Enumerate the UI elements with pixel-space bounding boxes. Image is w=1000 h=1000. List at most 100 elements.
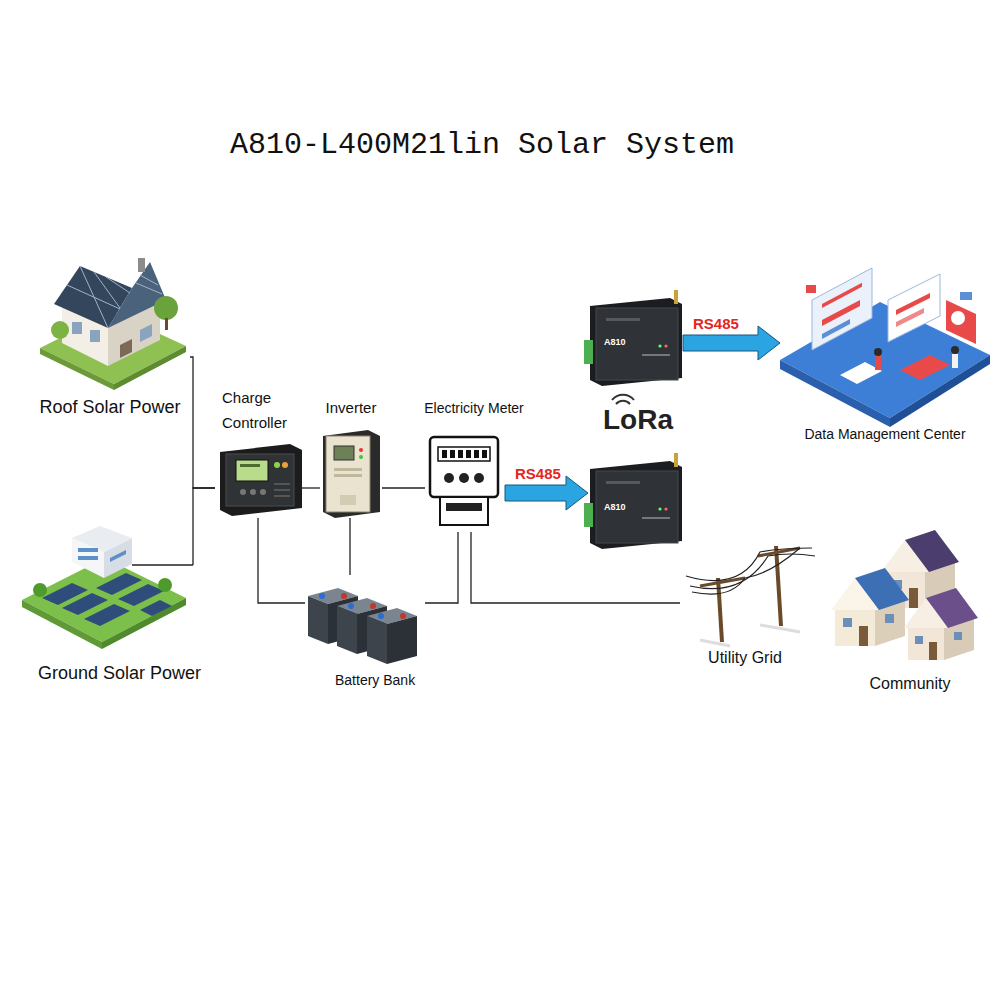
electricity-meter-illustration-part [474, 450, 479, 458]
battery-illustration [367, 608, 417, 664]
utility-pole-illustration-part [690, 554, 815, 589]
electricity-meter-illustration-part [466, 450, 471, 458]
charge-controller-illustration-part [282, 462, 288, 468]
radio-device-illustration-part [642, 517, 670, 519]
radio-device-illustration-part [674, 453, 678, 467]
node-label: Charge Controller [222, 385, 302, 435]
electricity-meter-illustration-part [459, 473, 469, 483]
battery-illustration-part [387, 616, 417, 664]
lora-wave-symbol-part [616, 401, 630, 404]
data-center-illustration-part [888, 274, 940, 342]
node-label: A810 [604, 502, 634, 513]
node-label: Electricity Meter [417, 397, 531, 419]
battery-node: Battery Bank [305, 575, 425, 690]
solar-source-node: Roof Solar Power [30, 270, 190, 420]
radio-device-illustration-part [674, 290, 678, 304]
roof-house-illustration-part [51, 321, 69, 339]
wire-path [190, 357, 215, 488]
radio-device-illustration-part [606, 318, 640, 321]
data-center-illustration [780, 268, 990, 427]
diagram-title: A810-L400M21lin Solar System [230, 125, 734, 165]
data-center-illustration-part [896, 293, 930, 315]
charge-controller-illustration-part [236, 460, 268, 481]
house-illustration-part [835, 608, 875, 646]
house-illustration-part [843, 618, 852, 627]
ground-solar-illustration-part [78, 556, 98, 560]
wire-line [190, 357, 215, 488]
radio-device-illustration-part [590, 461, 682, 549]
wire-path [471, 532, 680, 603]
utility-pole-illustration-part [686, 548, 812, 581]
electricity-meter-illustration-part [446, 503, 482, 511]
wire-path [300, 487, 320, 488]
battery-illustration-part [348, 603, 354, 609]
data-center-illustration-part [822, 319, 850, 339]
data-center-illustration-part [874, 348, 882, 356]
data-center-illustration-part [896, 308, 924, 327]
ground-solar-illustration [22, 526, 193, 649]
radio-device-illustration-part [596, 471, 678, 543]
wire-line [258, 518, 305, 603]
utility-pole-illustration [686, 546, 815, 646]
house-illustration-part [954, 632, 962, 640]
signal-label: RS485 [693, 315, 739, 333]
radio-device-illustration-part [664, 344, 667, 347]
inverter-illustration-part [359, 455, 363, 459]
wire-line [382, 488, 425, 489]
electricity-meter-illustration-part [482, 450, 487, 458]
house-illustration-part [915, 636, 923, 644]
battery-illustration-part [370, 603, 376, 609]
ground-solar-illustration-part [84, 604, 130, 626]
node-label: Battery Bank [335, 670, 425, 690]
utility-pole-illustration-part [692, 548, 800, 594]
data-center-illustration-part [951, 346, 959, 354]
electricity-meter-illustration [430, 437, 498, 525]
radio-device-illustration-part [658, 507, 661, 510]
utility-pole-illustration-part [700, 625, 800, 646]
lora-wave-symbol [612, 395, 634, 404]
electricity-meter-illustration-part [474, 473, 484, 483]
battery-illustration-part [337, 606, 357, 654]
battery-illustration-part [341, 593, 347, 599]
data-center-illustration-part [952, 354, 958, 368]
charge-controller-illustration-part [274, 484, 290, 496]
radio-device-illustration-part [664, 507, 667, 510]
wire-line [193, 488, 215, 565]
electricity-meter-illustration-part [444, 473, 454, 483]
radio-device-illustration-part [642, 354, 670, 356]
data-center-illustration-part [812, 268, 872, 350]
ground-solar-illustration-part [78, 548, 98, 552]
electricity-meter-illustration-part [450, 450, 455, 458]
utility-pole-illustration-part [776, 546, 781, 626]
wire-line [300, 488, 320, 489]
roof-house-illustration-part [72, 322, 82, 334]
battery-illustration-part [400, 613, 406, 619]
charge-controller-illustration-part [220, 444, 302, 516]
roof-house-illustration-part [108, 262, 166, 328]
data-center-illustration-part [951, 311, 965, 325]
data-center-illustration-part [875, 356, 881, 370]
house-illustration-part [855, 568, 909, 610]
roof-house-illustration-part [138, 258, 145, 272]
radio-device-illustration-part [596, 308, 678, 380]
charge-controller-illustration-part [274, 462, 280, 468]
node-label: Ground Solar Power [38, 662, 223, 684]
data-center-node: Data Management Center [780, 278, 990, 446]
data-center-illustration-part [946, 300, 976, 344]
radio-device-illustration [584, 453, 682, 549]
ground-solar-illustration-part [33, 583, 47, 597]
roof-house-illustration-part [136, 275, 162, 294]
house-illustration-part [885, 614, 894, 623]
inverter-illustration-part [359, 448, 363, 452]
roof-house-illustration-part [120, 339, 132, 358]
house-illustration-part [926, 588, 978, 628]
data-center-illustration-part [780, 360, 890, 427]
radio-device-node: A810 [588, 460, 683, 548]
wire-path [193, 488, 215, 565]
charge-controller-illustration-part [240, 464, 260, 467]
house-illustration-part [859, 626, 868, 646]
radio-device-node: A810 [588, 297, 683, 385]
grid-node: Utility Grid [680, 530, 810, 670]
inverter-node: Inverter [320, 397, 382, 518]
